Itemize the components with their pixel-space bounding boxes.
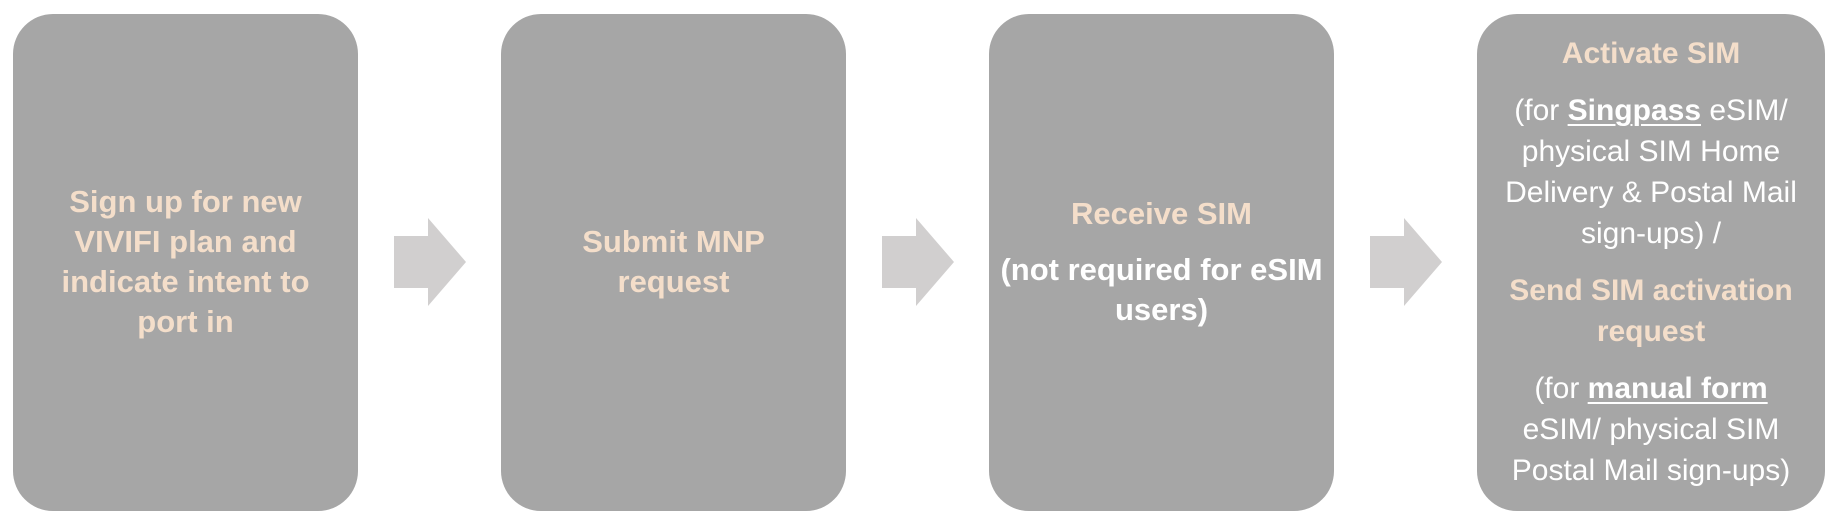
step-4-title-send: Send SIM activation request — [1509, 274, 1793, 348]
step-4-note-activate: (for Singpass eSIM/ physical SIM Home De… — [1494, 90, 1809, 254]
arrow-gap-3 — [1334, 218, 1477, 306]
arrow-right-icon — [1369, 218, 1442, 306]
note-send-suffix: eSIM/ physical SIM Postal Mail sign-ups) — [1511, 413, 1791, 487]
arrow-gap-2 — [846, 218, 989, 306]
step-2-box: Submit MNP request — [501, 13, 846, 511]
step-4-box: Activate SIM (for Singpass eSIM/ physica… — [1477, 13, 1825, 511]
step-2-title: Submit MNP request — [582, 224, 765, 299]
step-1-box: Sign up for new VIVIFI plan and indicate… — [13, 13, 358, 511]
arrow-right-icon — [881, 218, 954, 306]
step-3-title: Receive SIM — [1071, 196, 1252, 231]
step-3-note: (not required for eSIM users) — [1000, 252, 1323, 327]
note-send-prefix: (for — [1534, 372, 1588, 405]
note-send-highlight: manual form — [1587, 372, 1768, 405]
step-4-title-activate: Activate SIM — [1561, 37, 1741, 70]
step-4-note-send: (for manual form eSIM/ physical SIM Post… — [1494, 368, 1809, 491]
arrow-right-icon — [393, 218, 466, 306]
step-3-box: Receive SIM (not required for eSIM users… — [989, 13, 1334, 511]
step-1-title: Sign up for new VIVIFI plan and indicate… — [61, 184, 310, 339]
note-activate-prefix: (for — [1514, 94, 1568, 127]
note-activate-suffix: eSIM/ physical SIM Home Delivery & Posta… — [1505, 94, 1797, 250]
note-activate-highlight: Singpass — [1567, 94, 1701, 127]
arrow-gap-1 — [358, 218, 501, 306]
